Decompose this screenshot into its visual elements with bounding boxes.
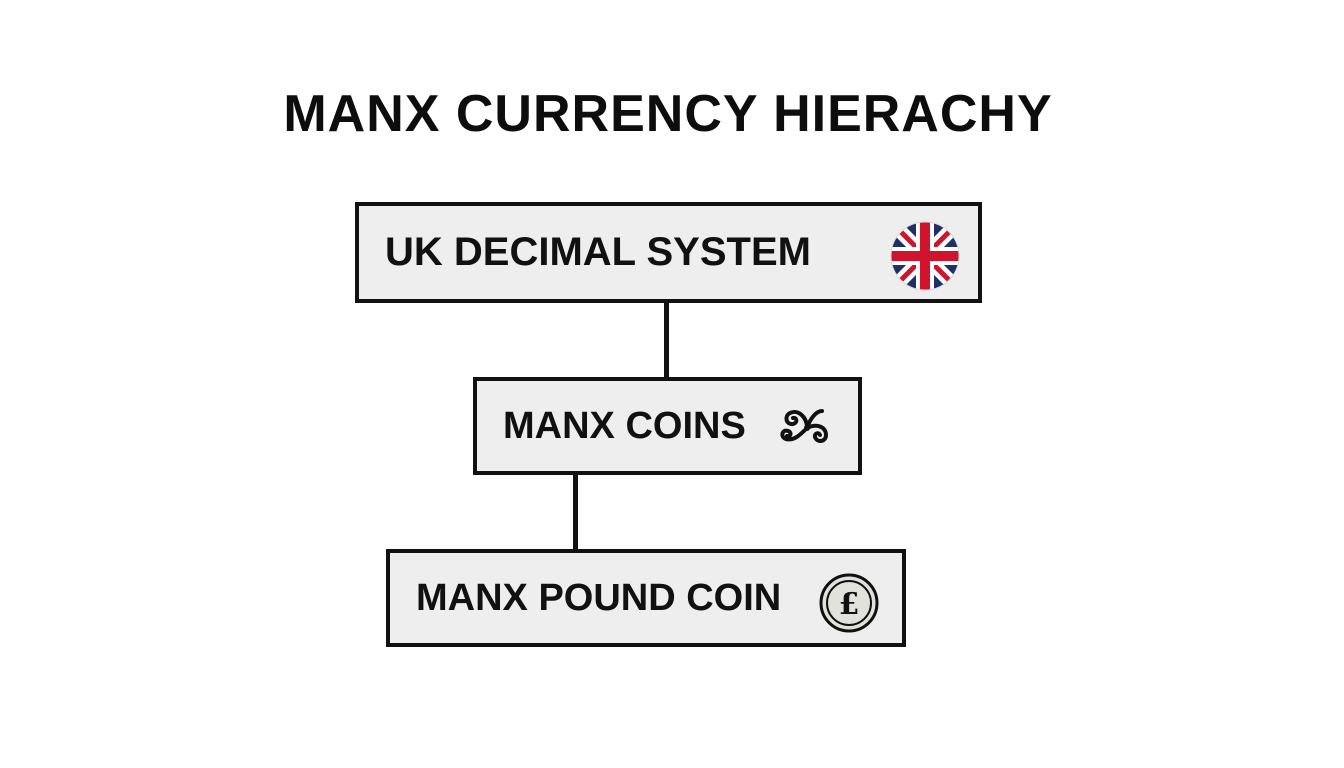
union-jack-flag-icon [890,221,960,291]
node-label: MANX POUND COIN [416,576,782,619]
node-manx-pound-coin: MANX POUND COIN £ [386,549,906,647]
pound-symbol: £ [839,587,860,622]
node-label: UK DECIMAL SYSTEM [385,230,811,274]
connector-uk-to-coins [664,303,669,377]
connector-coins-to-pound [573,475,578,549]
node-label: MANX COINS [503,404,746,447]
pound-coin-icon: £ [819,573,879,633]
triskelion-icon [780,409,829,443]
node-uk-decimal-system: UK DECIMAL SYSTEM [355,202,982,303]
node-manx-coins: MANX COINS [473,377,862,475]
diagram-title: MANX CURRENCY HIERACHY [283,85,1053,143]
